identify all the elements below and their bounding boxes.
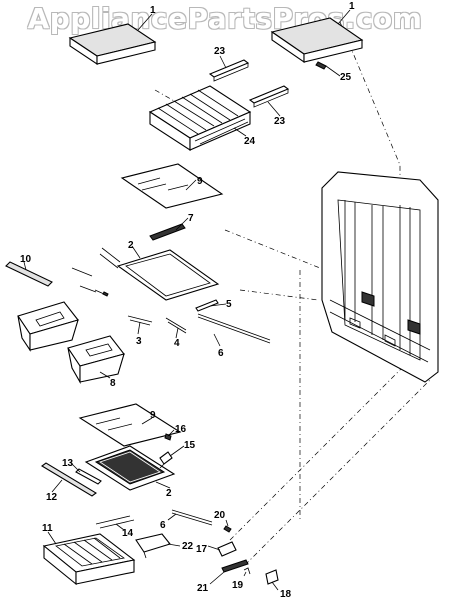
shelf-frame-2-lower bbox=[84, 445, 176, 491]
bracket-18 bbox=[265, 569, 279, 585]
callout-24: 24 bbox=[244, 136, 256, 147]
callout-23-upper: 23 bbox=[214, 46, 226, 57]
rod-6-upper bbox=[197, 313, 271, 344]
callout-9-upper: 9 bbox=[197, 176, 203, 187]
shelf-frame-2-upper bbox=[99, 247, 220, 301]
glass-shelf-9-lower bbox=[78, 403, 182, 447]
glass-shelf-9-upper bbox=[120, 163, 224, 209]
bracket-22 bbox=[135, 533, 171, 559]
rod-6-lower bbox=[171, 509, 213, 526]
bracket-17 bbox=[217, 541, 237, 557]
callout-20: 20 bbox=[214, 510, 226, 521]
screws-left bbox=[71, 267, 109, 297]
screw-19 bbox=[243, 567, 251, 575]
crisper-drawer-8 bbox=[67, 335, 125, 385]
callout-2-lower: 2 bbox=[166, 488, 172, 499]
callout-6-lower: 6 bbox=[160, 520, 166, 531]
bracket-5 bbox=[195, 299, 219, 312]
callout-19: 19 bbox=[232, 580, 244, 591]
clip-16 bbox=[164, 433, 172, 441]
bracket-7 bbox=[149, 223, 186, 241]
callout-2-upper: 2 bbox=[128, 240, 134, 251]
shelf-top-right bbox=[270, 17, 364, 64]
rail-21 bbox=[221, 559, 249, 573]
callout-14: 14 bbox=[122, 528, 134, 539]
rail-23-upper bbox=[208, 59, 250, 82]
callout-13: 13 bbox=[62, 458, 74, 469]
refrigerator-liner bbox=[321, 171, 439, 383]
callout-12: 12 bbox=[46, 492, 58, 503]
rod-14 bbox=[95, 515, 135, 529]
callout-5: 5 bbox=[226, 299, 232, 310]
callout-4: 4 bbox=[174, 338, 180, 349]
callout-1-left: 1 bbox=[150, 5, 156, 16]
callout-25: 25 bbox=[340, 72, 352, 83]
watermark: AppliancePartsPros.com bbox=[27, 2, 423, 35]
callout-16: 16 bbox=[175, 424, 187, 435]
callout-17: 17 bbox=[196, 544, 208, 555]
leader-lines bbox=[23, 9, 351, 591]
shelf-top-left bbox=[68, 23, 157, 66]
callout-11: 11 bbox=[42, 523, 53, 534]
callout-8: 8 bbox=[110, 378, 116, 389]
wire-basket-24 bbox=[148, 85, 252, 152]
callout-23-lower: 23 bbox=[274, 116, 286, 127]
rail-23-lower bbox=[248, 85, 290, 108]
slide-4 bbox=[165, 317, 187, 334]
callout-22: 22 bbox=[182, 541, 194, 552]
callout-3: 3 bbox=[136, 336, 142, 347]
screw-20 bbox=[223, 525, 232, 533]
callout-6-upper: 6 bbox=[218, 348, 224, 359]
pan-11 bbox=[42, 533, 136, 586]
crisper-drawer-left bbox=[17, 301, 79, 352]
callout-21: 21 bbox=[197, 583, 209, 594]
callout-18: 18 bbox=[280, 589, 292, 600]
clip-15 bbox=[159, 451, 173, 469]
screw-25 bbox=[315, 61, 327, 70]
callout-15: 15 bbox=[184, 440, 196, 451]
callout-10: 10 bbox=[20, 254, 32, 265]
callout-1-right: 1 bbox=[349, 1, 355, 12]
callouts: 1 1 23 25 23 24 9 7 2 10 5 3 4 6 8 9 16 … bbox=[20, 1, 355, 600]
rail-10 bbox=[5, 261, 53, 287]
callout-7: 7 bbox=[188, 213, 194, 224]
callout-9-lower: 9 bbox=[150, 410, 156, 421]
rail-12 bbox=[41, 462, 97, 497]
